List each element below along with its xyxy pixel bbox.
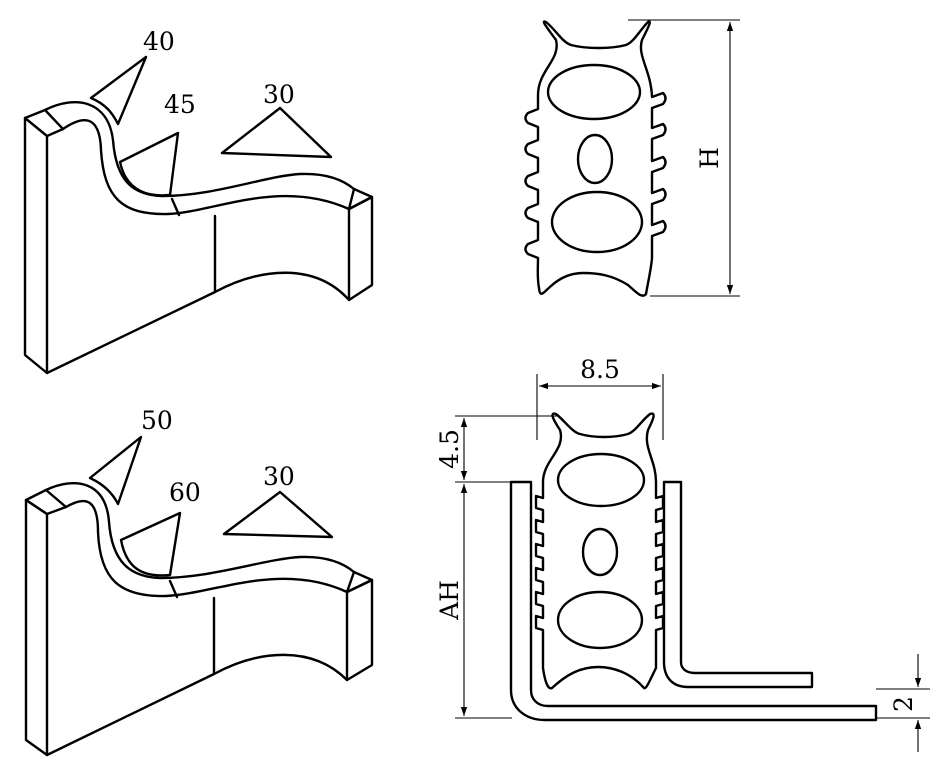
seal-profile-view: H <box>524 19 740 297</box>
dimension-label-ah: AH <box>435 580 464 621</box>
dimension-label-h: H <box>695 147 724 169</box>
angle-label-30-bottom: 30 <box>263 462 295 491</box>
angle-label-60: 60 <box>169 478 201 507</box>
seal-in-channel-view: 8.5 4.5 AH 2 <box>435 355 930 752</box>
angle-label-50: 50 <box>141 406 173 435</box>
dimension-label-4-5: 4.5 <box>435 429 464 469</box>
bracket-view-top: 40 45 30 <box>23 27 374 375</box>
dimension-label-8-5: 8.5 <box>580 355 620 384</box>
angle-label-30-top: 30 <box>263 80 295 109</box>
angle-label-45: 45 <box>164 90 196 119</box>
dimension-label-2: 2 <box>889 696 918 712</box>
bracket-view-bottom: 50 60 30 <box>24 406 374 757</box>
angle-label-40: 40 <box>143 27 175 56</box>
